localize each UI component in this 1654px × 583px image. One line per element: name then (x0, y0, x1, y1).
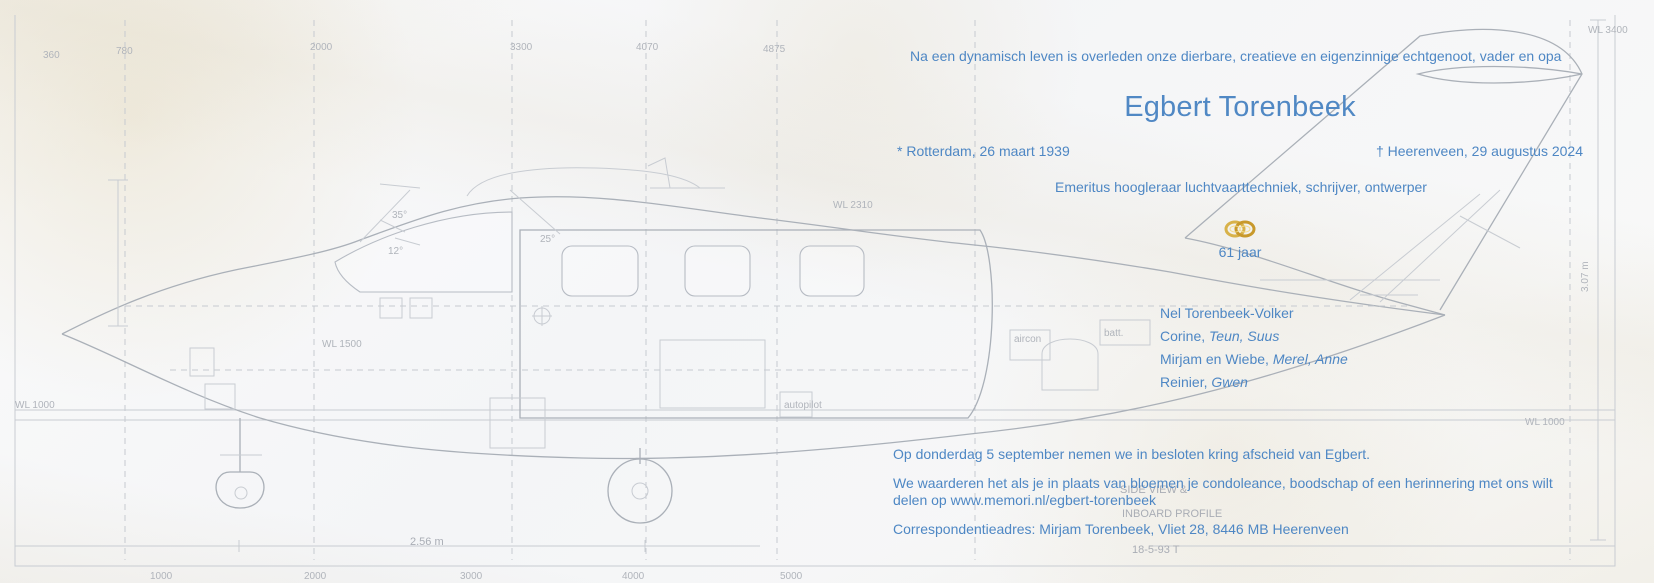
family-member: Corine, Teun, Suus (1160, 325, 1348, 348)
blueprint-label: 3.07 m (1580, 261, 1591, 292)
blueprint-label: 4000 (622, 571, 645, 582)
blueprint-label: 2000 (310, 42, 333, 53)
blueprint-label: WL 2310 (833, 200, 873, 211)
blueprint-label: 35° (392, 210, 407, 221)
farewell-text: Op donderdag 5 september nemen we in bes… (893, 446, 1371, 462)
deceased-name: Egbert Torenbeek (1124, 91, 1356, 123)
blueprint-label: 18-5-93 T (1132, 544, 1180, 556)
blueprint-label: WL 1000 (15, 400, 55, 411)
family-children: Teun, Suus (1209, 328, 1280, 344)
family-member: Reinier, Gwen (1160, 371, 1348, 394)
closing-text: Op donderdag 5 september nemen we in bes… (893, 446, 1573, 538)
blueprint-label: 360 (43, 50, 60, 61)
family-children: Gwen (1211, 374, 1248, 390)
blueprint-label: 3000 (460, 571, 483, 582)
blueprint-label: 2.56 m (410, 536, 444, 548)
blueprint-label: 3300 (510, 42, 533, 53)
correspondence-address: Correspondentieadres: Mirjam Torenbeek, … (893, 521, 1349, 537)
blueprint-label: 4875 (763, 44, 786, 55)
blueprint-label: 4070 (636, 42, 659, 53)
blueprint-label: WL 3400 (1588, 25, 1628, 36)
birth-date: * Rotterdam, 26 maart 1939 (897, 143, 1070, 159)
blueprint-label: 12° (388, 246, 403, 257)
family-member-name: Nel Torenbeek-Volker (1160, 305, 1294, 321)
intro-text: Na een dynamisch leven is overleden onze… (910, 48, 1562, 64)
blueprint-label: 25° (540, 234, 555, 245)
family-children: Merel, Anne (1272, 351, 1348, 367)
family-member: Mirjam en Wiebe, Merel, Anne (1160, 348, 1348, 371)
blueprint-label: batt. (1104, 328, 1123, 339)
blueprint-label: 1000 (150, 571, 173, 582)
life-dates: * Rotterdam, 26 maart 1939 † Heerenveen,… (897, 142, 1583, 160)
family-list: Nel Torenbeek-Volker Corine, Teun, Suus … (1160, 302, 1348, 394)
death-date: † Heerenveen, 29 augustus 2024 (1375, 143, 1583, 159)
blueprint-label: autopilot (784, 400, 822, 411)
blueprint-label: 5000 (780, 571, 803, 582)
wedding-rings-icon (1224, 220, 1256, 238)
blueprint-label: WL 1500 (322, 339, 362, 350)
family-member-name: Mirjam en Wiebe, (1160, 351, 1273, 367)
blueprint-label: INBOARD PROFILE (1122, 508, 1222, 520)
blueprint-label: 780 (116, 46, 133, 57)
profession-text: Emeritus hoogleraar luchtvaarttechniek, … (1055, 179, 1427, 195)
blueprint-label: SIDE VIEW & (1120, 484, 1188, 496)
condolence-text: We waarderen het als je in plaats van bl… (893, 475, 1553, 508)
family-member-name: Corine, (1160, 328, 1210, 344)
marriage-years: 61 jaar (1218, 244, 1262, 260)
blueprint-label: 2000 (304, 571, 327, 582)
blueprint-label: aircon (1014, 334, 1041, 345)
family-member: Nel Torenbeek-Volker (1160, 302, 1348, 325)
blueprint-label: WL 1000 (1525, 417, 1565, 428)
family-member-name: Reinier, (1160, 374, 1212, 390)
